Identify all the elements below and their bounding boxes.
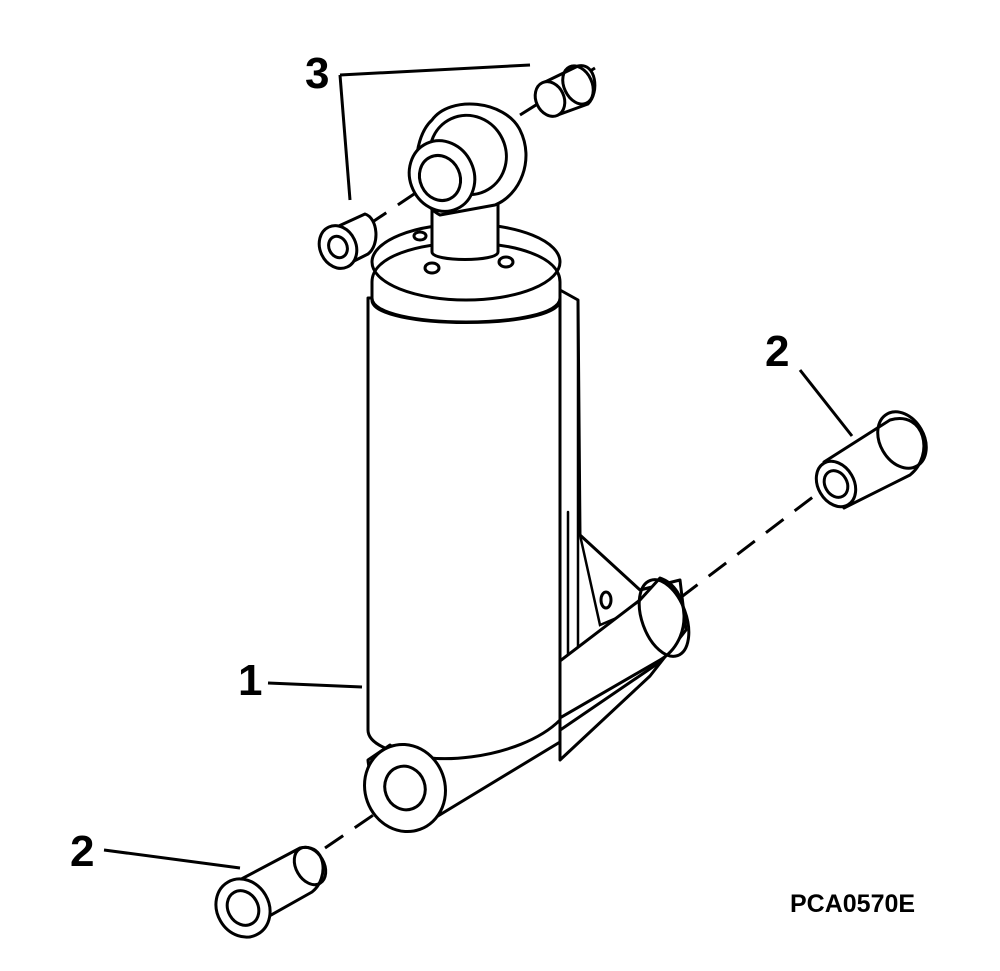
cap-hole	[497, 255, 515, 269]
piston-rod	[407, 102, 528, 261]
bushing-right	[814, 410, 928, 510]
callout-2-left: 2	[70, 827, 94, 876]
callout-3: 3	[305, 49, 329, 98]
figure-code: PCA0570E	[790, 890, 915, 918]
callout-1: 1	[238, 656, 262, 705]
bushing-left	[214, 845, 328, 939]
pin-bushing-upper	[533, 64, 597, 118]
leader-lines	[103, 63, 854, 870]
cylinder-body	[363, 222, 562, 834]
bottom-eye	[363, 742, 447, 834]
pin-bushing-lower	[317, 212, 378, 270]
cap-hole	[412, 230, 428, 242]
bracket-hole	[599, 590, 613, 610]
callout-2-right: 2	[765, 327, 789, 376]
cap-hole	[423, 261, 441, 275]
